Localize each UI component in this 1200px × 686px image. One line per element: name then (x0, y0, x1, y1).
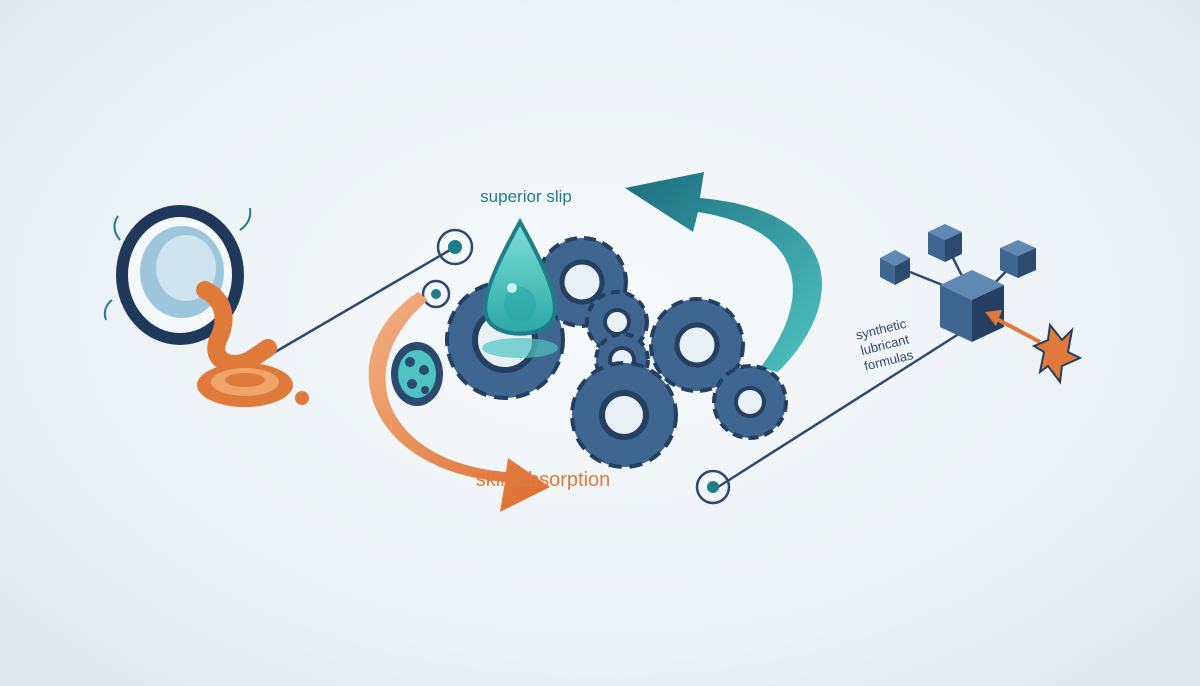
label-synthetic-formulas: synthetic lubricant formulas (854, 316, 915, 374)
coconut-oil-icon (103, 205, 309, 407)
node-top-left (436, 228, 474, 266)
label-superior-slip: superior slip (480, 187, 572, 206)
cube-small-2 (928, 224, 962, 262)
connector-node-to-synthetic (717, 328, 966, 489)
oil-drop-icon (482, 217, 558, 358)
gear-bottom (570, 361, 678, 469)
cube-large (940, 270, 1004, 342)
synthetic-cubes-icon (880, 224, 1036, 342)
gear-right (649, 297, 745, 393)
orange-pointer-arrow (985, 310, 1041, 344)
orange-curved-arrow (368, 292, 550, 512)
cube-small-1 (880, 250, 910, 285)
label-skin-absorption: skin absorption (476, 469, 611, 491)
node-orange-start (421, 279, 451, 309)
cube-small-3 (1000, 240, 1036, 278)
particle-icon (391, 342, 443, 406)
connector-coconut-to-node (269, 248, 451, 357)
teal-curved-arrow (625, 172, 822, 372)
spark-icon (1031, 322, 1083, 385)
gear-far-right (712, 364, 788, 440)
connector-lines (269, 248, 966, 489)
node-bottom-right (695, 469, 731, 505)
